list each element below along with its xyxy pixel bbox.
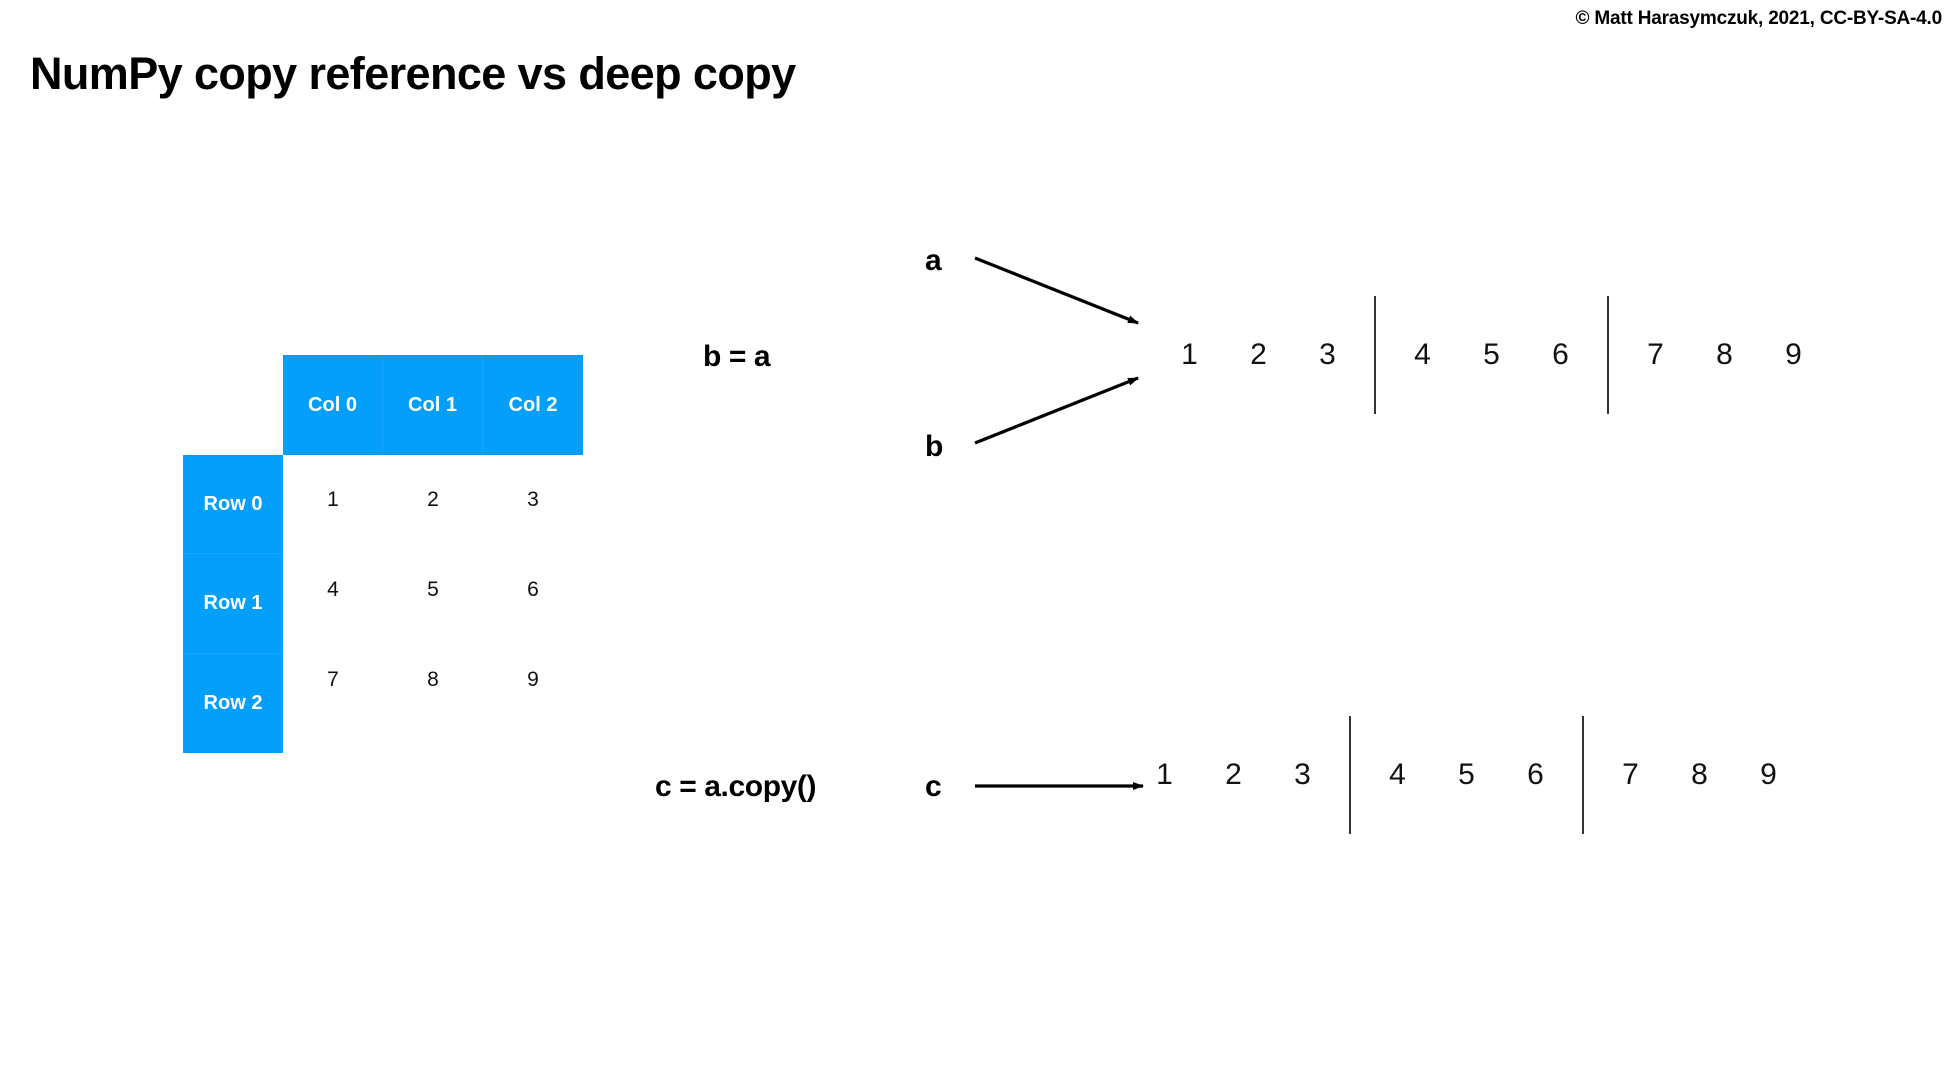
- array-value-4: 5: [1483, 338, 1500, 371]
- statement-b-equals-a: b = a: [703, 340, 771, 373]
- matrix-row-label-2: Row 2: [183, 653, 283, 753]
- matrix-col-header-0: Col 0: [283, 355, 383, 455]
- matrix-body: 1 2 3 4 5 6 7 8 9: [283, 455, 583, 725]
- arrow-b-to-array: [974, 376, 1139, 445]
- matrix-col-header-2: Col 2: [483, 355, 583, 455]
- copy-array-value-6: 7: [1622, 758, 1639, 791]
- matrix-table: Col 0 Col 1 Col 2 Row 0 Row 1 Row 2 1 2 …: [183, 355, 583, 755]
- copy-array-value-3: 4: [1389, 758, 1406, 791]
- array-strip-shared: 1 2 3 4 5 6 7 8 9: [1155, 295, 1828, 415]
- copy-array-value-0: 1: [1156, 758, 1173, 791]
- array-value-3: 4: [1414, 338, 1431, 371]
- matrix-cell-2-0: 7: [327, 668, 339, 691]
- array-value-2: 3: [1319, 338, 1336, 371]
- array-separator-1: [1374, 296, 1376, 414]
- matrix-cell-0-2: 3: [527, 488, 539, 511]
- matrix-cell-2-1: 8: [427, 668, 439, 691]
- matrix-cell-0-1: 2: [427, 488, 439, 511]
- arrow-a-to-array: [974, 256, 1139, 325]
- variable-label-b: b: [925, 430, 944, 463]
- array-separator-2: [1607, 296, 1609, 414]
- table-row: 4 5 6: [283, 545, 583, 635]
- variable-label-c: c: [925, 770, 942, 803]
- array-value-7: 8: [1716, 338, 1733, 371]
- copy-array-value-8: 9: [1760, 758, 1777, 791]
- copy-array-value-2: 3: [1294, 758, 1311, 791]
- matrix-column-header-row: Col 0 Col 1 Col 2: [283, 355, 583, 455]
- matrix-cell-1-1: 5: [427, 578, 439, 601]
- variable-label-a: a: [925, 244, 942, 277]
- copyright-notice: © Matt Harasymczuk, 2021, CC-BY-SA-4.0: [1575, 8, 1943, 29]
- array-value-1: 2: [1250, 338, 1267, 371]
- copy-array-separator-1: [1349, 716, 1351, 834]
- matrix-cell-2-2: 9: [527, 668, 539, 691]
- matrix-row-label-column: Row 0 Row 1 Row 2: [183, 455, 283, 753]
- matrix-cell-1-0: 4: [327, 578, 339, 601]
- array-value-0: 1: [1181, 338, 1198, 371]
- matrix-cell-0-0: 1: [327, 488, 339, 511]
- copy-array-value-4: 5: [1458, 758, 1475, 791]
- array-value-5: 6: [1552, 338, 1569, 371]
- matrix-row-label-1: Row 1: [183, 554, 283, 654]
- matrix-col-header-1: Col 1: [383, 355, 483, 455]
- copy-array-value-1: 2: [1225, 758, 1242, 791]
- array-value-8: 9: [1785, 338, 1802, 371]
- statement-c-equals-a-copy: c = a.copy(): [655, 770, 817, 803]
- copy-array-separator-2: [1582, 716, 1584, 834]
- copy-array-value-7: 8: [1691, 758, 1708, 791]
- array-value-6: 7: [1647, 338, 1664, 371]
- page-title: NumPy copy reference vs deep copy: [30, 48, 796, 99]
- matrix-cell-1-2: 6: [527, 578, 539, 601]
- table-row: 1 2 3: [283, 455, 583, 545]
- matrix-row-label-0: Row 0: [183, 455, 283, 555]
- array-strip-copy: 1 2 3 4 5 6 7 8 9: [1130, 715, 1803, 835]
- copy-array-value-5: 6: [1527, 758, 1544, 791]
- table-row: 7 8 9: [283, 635, 583, 725]
